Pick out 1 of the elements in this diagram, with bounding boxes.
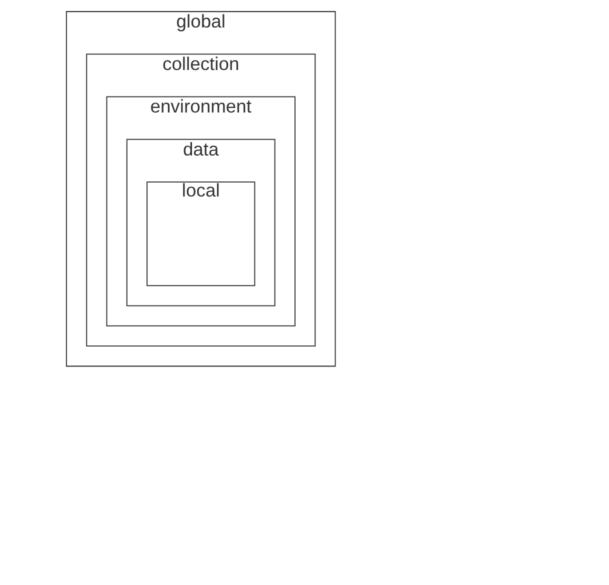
node-box: local: [146, 181, 256, 286]
